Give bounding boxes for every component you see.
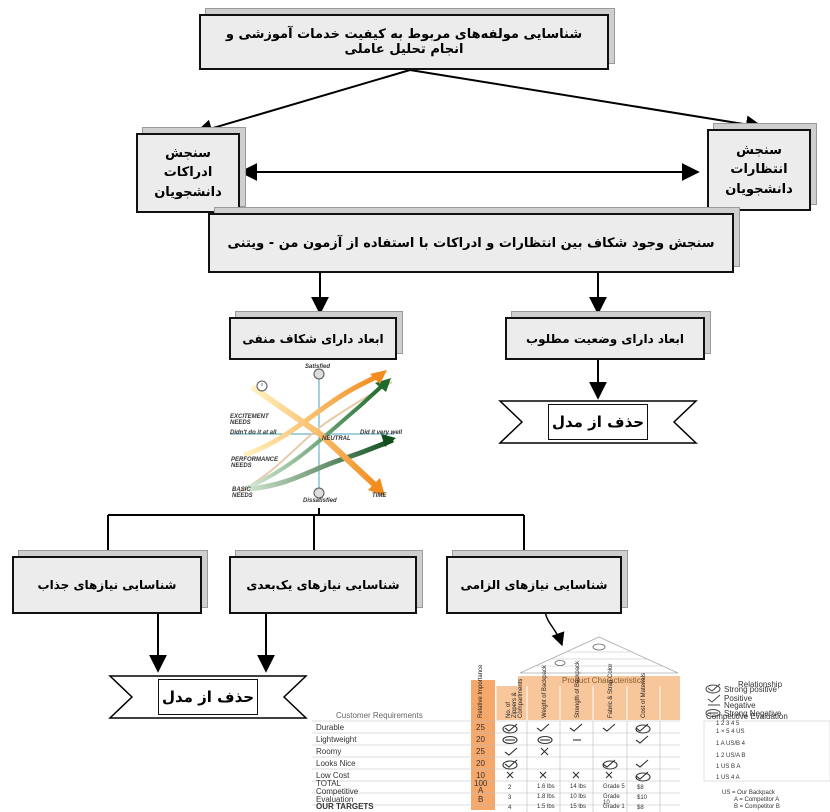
hoq-imp-low-cost: 10 [476, 771, 485, 780]
connector-top-left [194, 69, 411, 138]
one-dimensional-needs-text: شناسایی نیازهای یک‌بعدی [246, 578, 400, 592]
hoq-ce-row-4: 1 US B A [716, 764, 741, 770]
kano-neutral-label: NEUTRAL [322, 436, 351, 442]
perceptions-line-3: دانشجویان [154, 184, 222, 200]
hoq-cell-b1: 3 [508, 795, 512, 801]
hoq-cell-a3: 14 lbs [570, 784, 587, 790]
hoq-cell-a2: 1.6 lbs [537, 784, 555, 790]
hoq-row-total: TOTAL [316, 779, 342, 788]
hoq-col-1: No. of Zippers & Compartments [506, 678, 524, 718]
negative-gap-text: ابعاد دارای شکاف منفی [242, 331, 384, 346]
hoq-relationship-title: Relationship [738, 680, 783, 689]
hoq-comp-letter-b: B [478, 795, 484, 804]
hoq-cell-b3: 10 lbs [570, 794, 587, 800]
hoq-row-durable: Durable [316, 723, 345, 732]
hoq-customer-requirements: Customer Requirements [336, 711, 423, 720]
perceptions-line-2: ادراکات [163, 165, 213, 181]
attractive-needs-text: شناسایی نیازهای جذاب [37, 578, 177, 592]
hoq-row-roomy: Roomy [316, 747, 342, 756]
hoq-cell-t5: $8 [637, 805, 644, 811]
attractive-needs-box: شناسایی نیازهای جذاب [12, 556, 202, 614]
factor-analysis-text: شناسایی مولفه‌های مربوط به کیفیت خدمات آ… [225, 27, 583, 57]
hoq-legend-strong-negative: Strong Negative [724, 709, 782, 718]
gap-test-box: سنجش وجود شکاف بین انتظارات و ادراکات با… [208, 213, 734, 273]
negative-gap-box: ابعاد دارای شکاف منفی [229, 317, 397, 360]
hoq-competitive-title: Competitive Evaluation [706, 712, 788, 721]
house-of-quality-figure [312, 636, 830, 812]
hoq-cell-a5: $8 [637, 785, 644, 791]
expectations-line-2: انتظارات [730, 162, 788, 178]
one-dimensional-needs-box: شناسایی نیازهای یک‌بعدی [229, 556, 417, 614]
kano-excitement-label: EXCITEMENT NEEDS [230, 414, 269, 426]
kano-time-label: TIME [372, 493, 387, 499]
hoq-product-characteristics: Product Characteristics [562, 676, 645, 685]
connector-mustbe-hoq [544, 611, 565, 647]
hoq-comp-letter-a: A [478, 786, 484, 795]
hoq-cell-t1: 4 [508, 805, 512, 811]
hoq-row-competitive: Competitive Evaluation [316, 787, 359, 804]
hoq-col-4: Fabric & Strap Color [608, 663, 614, 718]
hoq-imp-total: 100 [474, 779, 488, 788]
hoq-cell-b4: Grade 10 [603, 794, 620, 806]
remove-text-1: حذف از مدل [551, 413, 645, 431]
hoq-col-5: Cost of Materials [641, 672, 647, 718]
kano-satisfied-label: Satisfied [305, 364, 331, 370]
kano-performance-label: PERFORMANCE NEEDS [231, 457, 279, 469]
hoq-ce-row-2: 1 A US/B 4 [716, 741, 746, 747]
hoq-cell-a1: 2 [508, 785, 512, 791]
hoq-relative-importance: Relative Importance [478, 664, 484, 718]
remove-from-model-label-1: حذف از مدل [548, 404, 648, 440]
hoq-cell-a4: Grade 5 [603, 784, 625, 790]
hoq-row-low-cost: Low Cost [316, 771, 350, 780]
expectations-line-1: سنجش [736, 142, 782, 158]
hoq-row-targets: OUR TARGETS [316, 802, 374, 811]
hoq-ce-row-3: 1 2 US/A B [716, 753, 746, 759]
hoq-imp-durable: 25 [476, 723, 485, 732]
hoq-footnote-a: A = Competitor A [734, 797, 780, 803]
desired-status-text: ابعاد دارای وضعیت مطلوب [526, 331, 684, 346]
hoq-imp-looks-nice: 20 [476, 759, 485, 768]
expectations-line-3: دانشجویان [725, 181, 793, 197]
hoq-footnote-b: B = Competitor B [734, 804, 780, 810]
hoq-imp-lightweight: 20 [476, 735, 485, 744]
desired-status-box: ابعاد دارای وضعیت مطلوب [505, 317, 705, 360]
must-be-needs-box: شناسایی نیازهای الزامی [446, 556, 622, 614]
perceptions-line-1: سنجش [165, 145, 211, 161]
kano-model-figure [230, 368, 396, 499]
kano-basic-label: BASIC NEEDS [232, 487, 253, 499]
hoq-col-2: Weight of Backpack [542, 665, 548, 718]
hoq-legend-negative: Negative [724, 701, 756, 710]
factor-analysis-box: شناسایی مولفه‌های مربوط به کیفیت خدمات آ… [199, 14, 609, 70]
kano-didnt-label: Didn't do it at all [230, 430, 277, 436]
hoq-cell-t3: 15 lbs [570, 804, 587, 810]
remove-text-2: حذف از مدل [161, 688, 255, 706]
hoq-cell-t4: Grade 1 [603, 804, 625, 810]
kano-did-well-label: Did it very well [360, 430, 403, 436]
hoq-row-lightweight: Lightweight [316, 735, 357, 744]
connector-top-right [409, 69, 764, 134]
remove-from-model-label-2: حذف از مدل [158, 679, 258, 715]
hoq-cell-t2: 1.5 lbs [537, 804, 555, 810]
tree-connectors [107, 508, 525, 554]
hoq-cell-b2: 1.8 lbs [537, 794, 555, 800]
hoq-ce-row-1: 1 × 5 4 US [716, 729, 745, 735]
hoq-footnote-us: US = Our Backpack [722, 790, 775, 796]
perceptions-box: سنجش ادراکات دانشجویان [136, 133, 240, 213]
hoq-ce-scale: 1 2 3 4 5 [716, 721, 740, 727]
hoq-cell-b5: $10 [637, 795, 648, 801]
hoq-legend-positive: Positive [724, 694, 753, 703]
hoq-col-3: Strength of Backpack [575, 660, 581, 718]
hoq-imp-roomy: 25 [476, 747, 485, 756]
expectations-box: سنجش انتظارات دانشجویان [707, 129, 811, 211]
hoq-legend-strong-positive: Strong positive [724, 685, 777, 694]
kano-dissatisfied-label: Dissatisfied [303, 498, 337, 504]
must-be-needs-text: شناسایی نیازهای الزامی [460, 578, 608, 592]
gap-test-text: سنجش وجود شکاف بین انتظارات و ادراکات با… [227, 235, 715, 251]
hoq-row-looks-nice: Looks Nice [316, 759, 356, 768]
hoq-ce-row-5: 1 US 4 A [716, 775, 740, 781]
